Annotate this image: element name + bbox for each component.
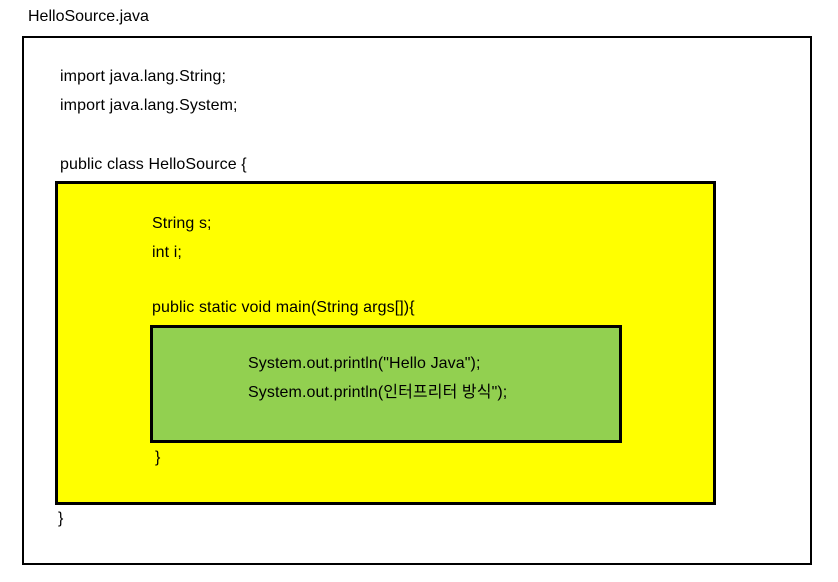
source-file-box: import java.lang.String; import java.lan…: [22, 36, 812, 565]
code-line-println-korean: System.out.println(인터프리터 방식");: [248, 384, 508, 401]
code-line-main-declaration: public static void main(String args[]){: [152, 299, 415, 316]
code-line-class-closing-brace: }: [58, 510, 64, 527]
code-line-import-string: import java.lang.String;: [60, 68, 227, 85]
code-line-class-declaration: public class HelloSource {: [60, 156, 247, 173]
page-title: HelloSource.java: [28, 8, 149, 25]
code-line-field-int: int i;: [152, 244, 182, 261]
code-line-main-closing-brace: }: [155, 449, 161, 466]
code-line-println-hello-java: System.out.println("Hello Java");: [248, 355, 481, 372]
main-method-scope-box: System.out.println("Hello Java"); System…: [150, 325, 622, 443]
class-body-scope-box: String s; int i; public static void main…: [55, 181, 716, 505]
code-line-import-system: import java.lang.System;: [60, 97, 238, 114]
code-line-field-string: String s;: [152, 215, 212, 232]
